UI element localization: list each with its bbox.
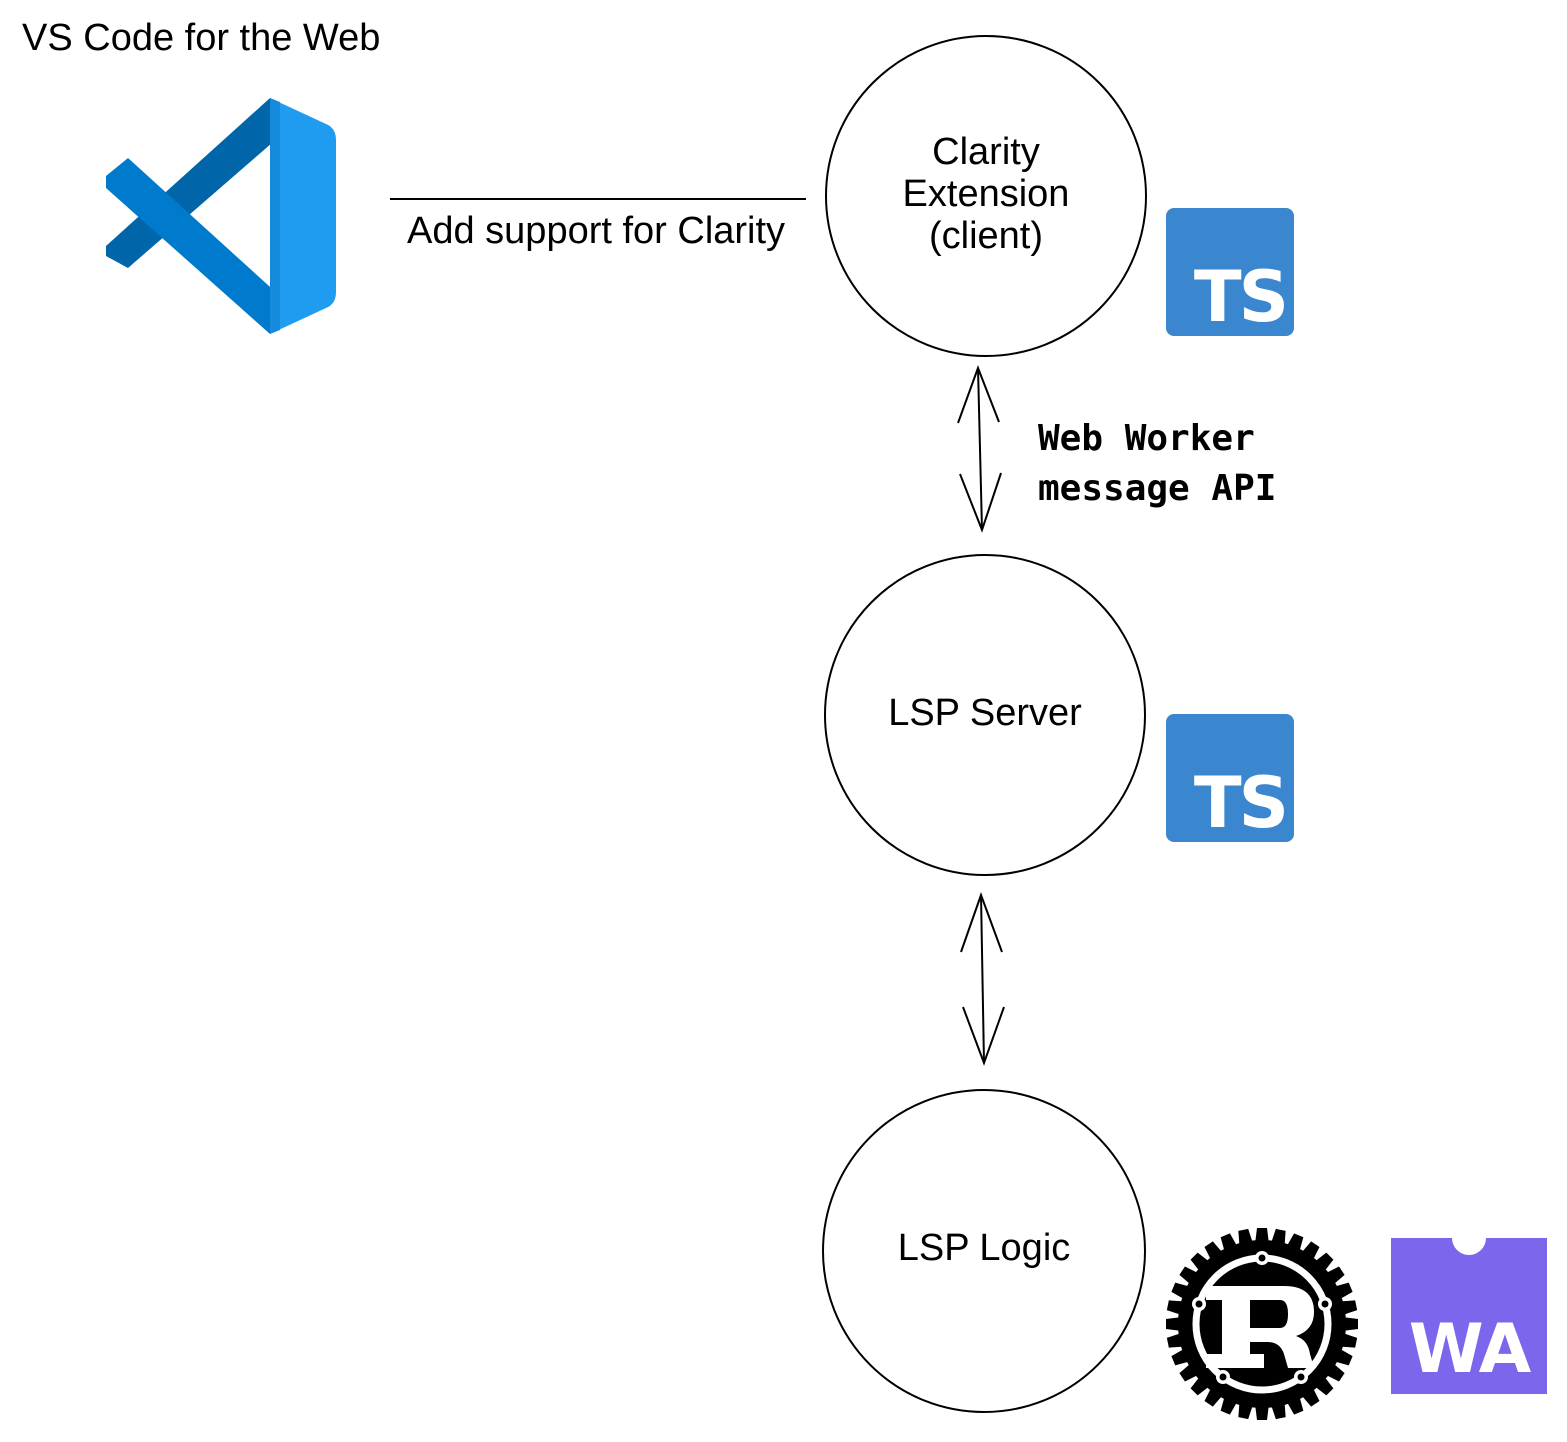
typescript-icon: TS [1166,208,1294,336]
rust-logo-icon [1166,1228,1358,1420]
typescript-icon-text: TS [1193,762,1289,844]
node-lsp-server-label: LSP Server [888,692,1082,734]
typescript-icon: TS [1166,714,1294,842]
webassembly-notch [1452,1221,1486,1255]
node-lsp-server: LSP Server [824,554,1146,876]
diagram-title: VS Code for the Web [22,17,381,59]
edge-label-add-support: Add support for Clarity [407,210,786,252]
node-lsp-logic: LSP Logic [822,1089,1146,1413]
edge-label-web-worker: Web Worker message API [1038,418,1277,509]
node-clarity-extension-label: Clarity Extension (client) [902,131,1070,257]
typescript-icon-text: TS [1193,256,1289,338]
node-lsp-logic-label: LSP Logic [897,1227,1071,1269]
webassembly-icon-text: WA [1408,1310,1532,1389]
webassembly-icon: WA [1391,1221,1547,1394]
arrow-server-logic [960,892,1005,1066]
node-clarity-extension: Clarity Extension (client) [825,35,1147,357]
arrow-extension-server [957,365,1002,533]
vscode-logo-icon [106,98,336,334]
